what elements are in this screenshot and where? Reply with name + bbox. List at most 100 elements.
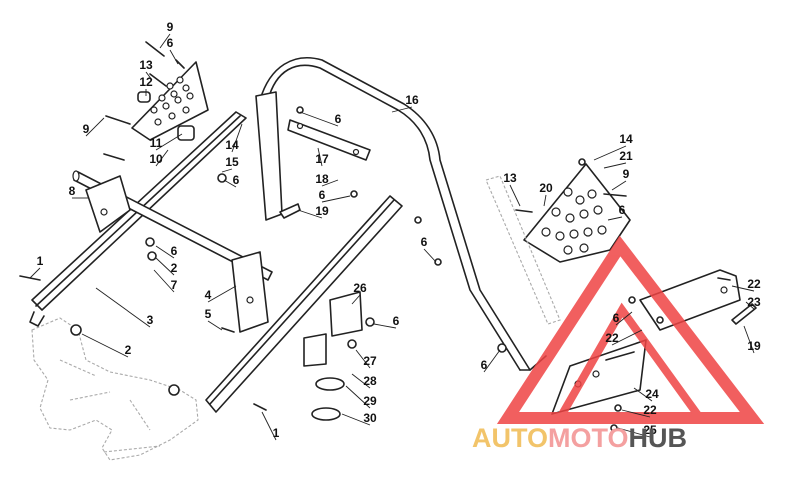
leader-line (159, 33, 171, 49)
leader-line (95, 287, 151, 328)
callout-6: 6 (171, 244, 178, 258)
callout-27: 27 (363, 354, 377, 368)
watermark-wordmark: AUTOMOTOHUB (472, 423, 687, 453)
leader-line (633, 387, 653, 402)
callout-6: 6 (335, 112, 342, 126)
leader-line (341, 413, 371, 426)
callout-15: 15 (225, 155, 239, 169)
callout-10: 10 (149, 152, 163, 166)
leader-line (153, 269, 175, 293)
center-mount (303, 291, 363, 367)
callout-6: 6 (233, 173, 240, 187)
leader-line (231, 123, 243, 153)
callout-5: 5 (205, 307, 212, 321)
watermark-word-auto: AUTO (472, 423, 548, 453)
callout-23: 23 (747, 295, 761, 309)
right-lower-mount (639, 269, 741, 331)
leader-line (155, 245, 175, 259)
clamp-30 (311, 407, 341, 421)
leader-line (351, 373, 371, 389)
leader-line (223, 179, 237, 188)
leader-line (321, 179, 339, 187)
callout-22: 22 (605, 331, 619, 345)
lower-side-rail (29, 111, 247, 327)
callout-12: 12 (139, 75, 153, 89)
right-ghost-rail (485, 175, 561, 325)
callout-14: 14 (225, 138, 239, 152)
callout-2: 2 (171, 261, 178, 275)
callout-3: 3 (147, 313, 154, 327)
leader-line (317, 147, 323, 167)
nuts-washers (70, 106, 664, 432)
watermark-word-moto: MOTO (548, 423, 629, 453)
callout-19: 19 (315, 204, 329, 218)
left-bracket (85, 175, 131, 233)
bolts (19, 41, 731, 411)
pin-19-center (279, 203, 301, 219)
callout-labels: 9 6 13 12 9 11 10 14 15 6 8 6 2 7 1 3 2 … (37, 20, 761, 440)
left-gusset-plate (131, 61, 209, 141)
callout-21: 21 (619, 149, 633, 163)
clamp-29 (315, 377, 345, 391)
leader-line (373, 323, 397, 329)
callout-7: 7 (171, 278, 178, 292)
callout-22: 22 (747, 277, 761, 291)
callout-13: 13 (139, 58, 153, 72)
watermark-word-hub: HUB (629, 423, 688, 453)
leader-line (615, 311, 633, 326)
callout-2: 2 (125, 343, 132, 357)
callout-9: 9 (623, 167, 630, 181)
leader-line (297, 209, 323, 219)
leader-line (743, 325, 755, 354)
callout-18: 18 (315, 172, 329, 186)
callout-6: 6 (319, 188, 326, 202)
leader-line (621, 409, 651, 418)
leader-line (745, 301, 755, 310)
callout-20: 20 (539, 181, 553, 195)
leader-line (155, 257, 175, 276)
callout-9: 9 (83, 122, 90, 136)
leader-line (85, 117, 105, 137)
leader-line (145, 71, 153, 81)
leader-line (345, 385, 371, 409)
callout-6: 6 (619, 203, 626, 217)
watermark-logo (496, 235, 765, 424)
callout-17: 17 (315, 152, 329, 166)
left-upright (255, 91, 283, 221)
bushing-11 (177, 125, 195, 141)
leader-line (81, 333, 129, 358)
leader-line (423, 248, 437, 263)
callout-28: 28 (363, 374, 377, 388)
leader-line (611, 180, 627, 191)
callout-1: 1 (37, 254, 44, 268)
callout-8: 8 (69, 184, 76, 198)
callout-6: 6 (613, 311, 620, 325)
callout-11: 11 (150, 136, 163, 150)
leader-line (593, 145, 627, 161)
callout-14: 14 (619, 132, 633, 146)
callout-6: 6 (393, 314, 400, 328)
callout-6: 6 (481, 358, 488, 372)
callout-30: 30 (363, 411, 377, 425)
vertical-support (231, 251, 269, 333)
leader-line (29, 267, 41, 279)
callout-4: 4 (205, 288, 212, 302)
callout-13: 13 (503, 171, 517, 185)
leader-line (355, 349, 371, 369)
callout-19: 19 (747, 339, 761, 353)
leader-line (169, 49, 179, 65)
leader-line (731, 285, 755, 292)
leader-line (543, 194, 547, 207)
bracket-17 (287, 119, 371, 161)
leader-line (483, 349, 501, 373)
pin-19-right (731, 303, 757, 325)
leader-lines (29, 33, 755, 441)
callout-16: 16 (405, 93, 419, 107)
front-frame-outline (31, 317, 199, 461)
leader-line (509, 184, 521, 207)
callout-24: 24 (645, 387, 659, 401)
right-gusset-plate (523, 163, 631, 263)
leader-line (155, 149, 169, 167)
